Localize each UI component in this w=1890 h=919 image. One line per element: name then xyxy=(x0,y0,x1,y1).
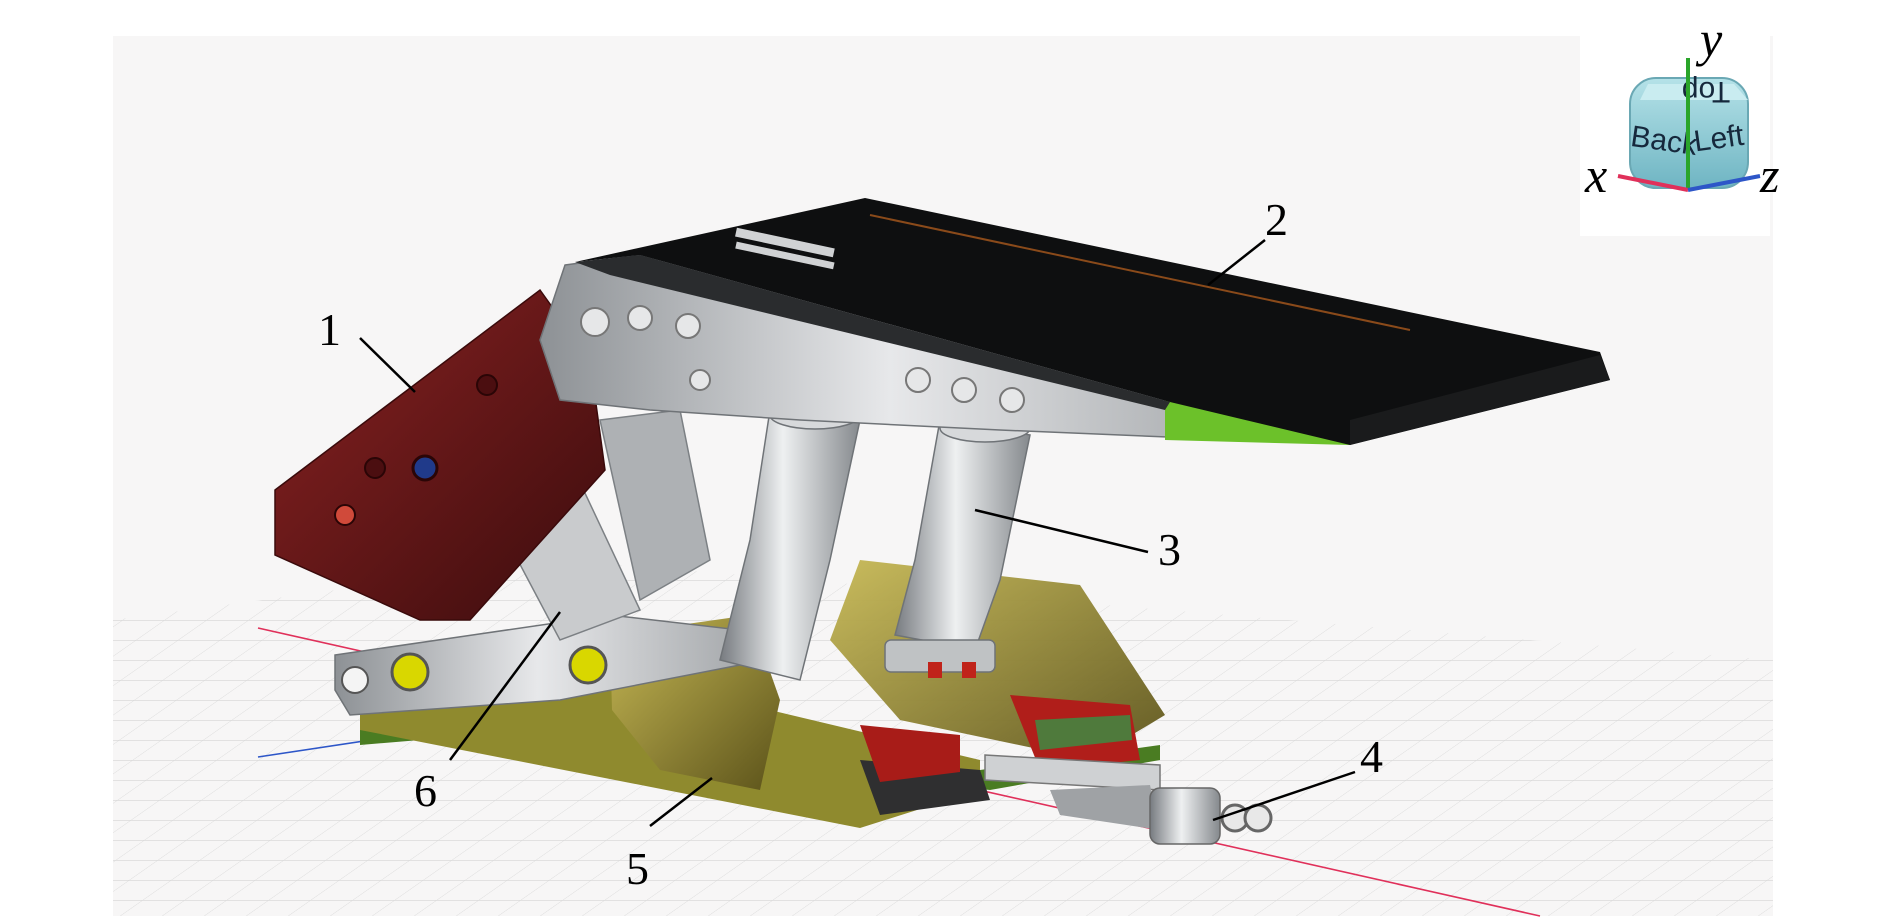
axis-label-y: y xyxy=(1695,11,1723,67)
view-cube-left-label: Left xyxy=(1692,119,1747,159)
callout-labels: 1 2 3 4 5 6 xyxy=(318,194,1383,894)
leader-2 xyxy=(1207,239,1266,286)
callout-5: 5 xyxy=(626,843,649,894)
cube-axis-x xyxy=(1617,174,1689,192)
callout-leaders xyxy=(359,239,1356,827)
callout-4: 4 xyxy=(1360,731,1383,782)
leader-6 xyxy=(448,611,562,761)
view-cube-top-face[interactable] xyxy=(1640,84,1748,100)
canopy-top-beam xyxy=(575,198,1610,445)
axis-label-z: z xyxy=(1759,147,1779,203)
callout-2: 2 xyxy=(1265,194,1288,245)
callout-1: 1 xyxy=(318,304,341,355)
shield-beam xyxy=(274,288,606,621)
leader-1 xyxy=(359,337,416,393)
axis-label-x: x xyxy=(1584,147,1607,203)
pusher-jack xyxy=(984,754,1273,845)
callout-3: 3 xyxy=(1158,524,1181,575)
callout-6: 6 xyxy=(414,765,437,816)
leader-4 xyxy=(1212,770,1356,822)
leader-3 xyxy=(974,508,1149,554)
leader-5 xyxy=(649,777,713,827)
view-cube-icon[interactable]: Top Back Left y x z xyxy=(1584,11,1779,203)
cube-axis-z xyxy=(1687,174,1761,192)
